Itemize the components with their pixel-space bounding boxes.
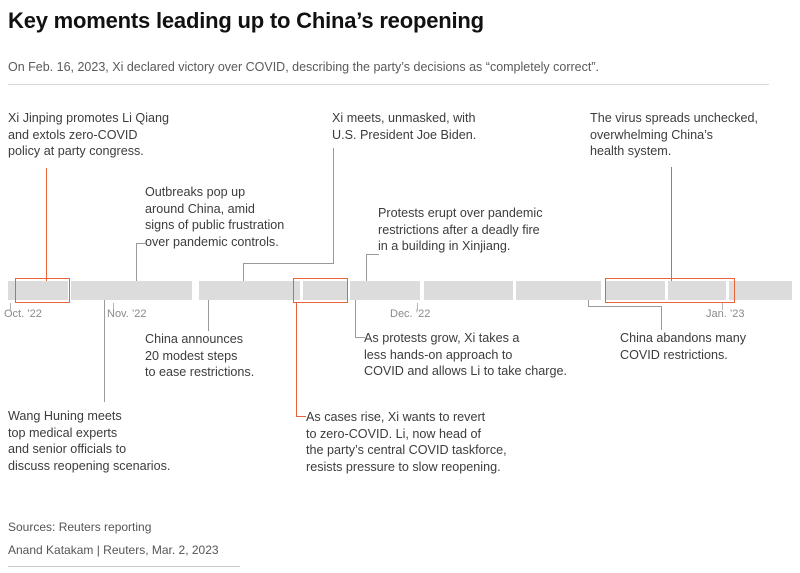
axis-label-nov: Nov. ’22 (107, 308, 147, 320)
timeline-segment (424, 281, 513, 300)
annotation-e10-line-1: COVID restrictions. (620, 347, 728, 362)
annotation-e7-line-2: to ease restrictions. (145, 365, 255, 379)
annotation-e5-line-2: health system. (590, 144, 672, 158)
credit-text: Anand Katakam | Reuters, Mar. 2, 2023 (8, 543, 219, 557)
annotation-e3-line-0: Xi meets, unmasked, with (332, 111, 476, 125)
leader-line-e7 (208, 300, 209, 331)
timeline-segment (350, 281, 420, 300)
leader-line-e10-stub (588, 300, 589, 307)
annotation-e3: Xi meets, unmasked, with U.S. President … (332, 110, 476, 143)
annotation-e7-line-0: China announces (145, 332, 244, 346)
timeline-bar (0, 278, 800, 303)
leader-line-e3-vertical (333, 148, 334, 263)
annotation-e9-line-2: the party’s central COVID taskforce, (306, 443, 507, 457)
annotation-e9-line-0: As cases rise, Xi wants to revert (306, 410, 486, 424)
axis-tick-nov (113, 303, 114, 310)
annotation-e10: China abandons many COVID restrictions. (620, 330, 746, 363)
leader-line-e9-vertical (296, 303, 297, 416)
annotation-e2-line-3: over pandemic controls. (145, 234, 279, 249)
axis-tick-jan (722, 303, 723, 310)
annotation-e6: Wang Huning meets top medical experts an… (8, 408, 170, 474)
annotation-e1: Xi Jinping promotes Li Qiang and extols … (8, 110, 169, 160)
annotation-e6-line-0: Wang Huning meets (8, 409, 122, 423)
annotation-e4-line-0: Protests erupt over pandemic (378, 206, 543, 220)
leader-line-e2-vertical (136, 243, 137, 282)
annotation-e6-line-1: top medical experts (8, 425, 118, 440)
leader-line-e4-vertical (366, 254, 367, 282)
annotation-e4-line-2: in a building in Xinjiang. (378, 239, 511, 253)
leader-line-e6-vertical (104, 300, 105, 402)
annotation-e5: The virus spreads unchecked, overwhelmin… (590, 110, 758, 160)
annotation-e2-line-0: Outbreaks pop up (145, 185, 246, 199)
leader-line-e9-horizontal (296, 416, 306, 417)
timeline-segment (729, 281, 792, 300)
leader-line-e8-horizontal (355, 337, 365, 338)
axis-label-oct: Oct. ’22 (4, 308, 42, 320)
timeline-segment (516, 281, 601, 300)
annotation-e6-line-2: and senior officials to (8, 442, 127, 456)
timeline-segment (605, 281, 665, 300)
axis-label-dec: Dec. ’22 (390, 308, 431, 320)
leader-line-e1 (46, 168, 47, 282)
axis-label-jan: Jan. ’23 (706, 308, 745, 320)
page-subtitle: On Feb. 16, 2023, Xi declared victory ov… (8, 60, 599, 74)
timeline-segment (199, 281, 300, 300)
annotation-e5-line-0: The virus spreads unchecked, (590, 111, 759, 125)
leader-line-e5 (671, 167, 672, 282)
annotation-e3-line-1: U.S. President Joe Biden. (332, 127, 477, 142)
timeline-segment (71, 281, 192, 300)
leader-line-e3-drop (243, 263, 244, 282)
annotation-e5-line-1: overwhelming China’s (590, 127, 713, 142)
annotation-e7-line-1: 20 modest steps (145, 348, 238, 363)
annotation-e8-line-2: COVID and allows Li to take charge. (364, 364, 568, 378)
page-title: Key moments leading up to China’s reopen… (8, 8, 484, 33)
timeline-segment (303, 281, 347, 300)
timeline-segment (668, 281, 726, 300)
annotation-e4-line-1: restrictions after a deadly fire (378, 222, 540, 237)
annotation-e6-line-3: discuss reopening scenarios. (8, 458, 171, 473)
annotation-e9-line-3: resists pressure to slow reopening. (306, 459, 501, 474)
axis-tick-dec (417, 303, 418, 310)
leader-line-e4-horizontal (366, 254, 379, 255)
annotation-e1-line-1: and extols zero-COVID (8, 127, 138, 142)
leader-line-e2-horizontal (136, 243, 146, 244)
leader-line-e8-vertical (355, 300, 356, 337)
annotation-e8-line-1: less hands-on approach to (364, 347, 513, 362)
annotation-e7: China announces 20 modest steps to ease … (145, 331, 254, 381)
timeline-segment (8, 281, 68, 300)
footer-divider (8, 566, 240, 567)
leader-line-e3-horizontal (243, 263, 334, 264)
annotation-e2-line-2: signs of public frustration (145, 218, 285, 232)
annotation-e2: Outbreaks pop up around China, amid sign… (145, 184, 284, 250)
axis-tick-oct (10, 303, 11, 310)
leader-line-e10-vertical (661, 306, 662, 330)
sources-text: Sources: Reuters reporting (8, 520, 152, 534)
annotation-e8: As protests grow, Xi takes a less hands-… (364, 330, 567, 380)
annotation-e2-line-1: around China, amid (145, 201, 255, 216)
leader-line-e10-horizontal (588, 306, 662, 307)
annotation-e1-line-0: Xi Jinping promotes Li Qiang (8, 111, 170, 125)
annotation-e8-line-0: As protests grow, Xi takes a (364, 331, 520, 345)
annotation-e9-line-1: to zero-COVID. Li, now head of (306, 426, 481, 441)
annotation-e10-line-0: China abandons many (620, 331, 747, 345)
header-divider (8, 84, 769, 85)
annotation-e1-line-2: policy at party congress. (8, 144, 144, 158)
annotation-e4: Protests erupt over pandemic restriction… (378, 205, 543, 255)
annotation-e9: As cases rise, Xi wants to revert to zer… (306, 409, 507, 475)
